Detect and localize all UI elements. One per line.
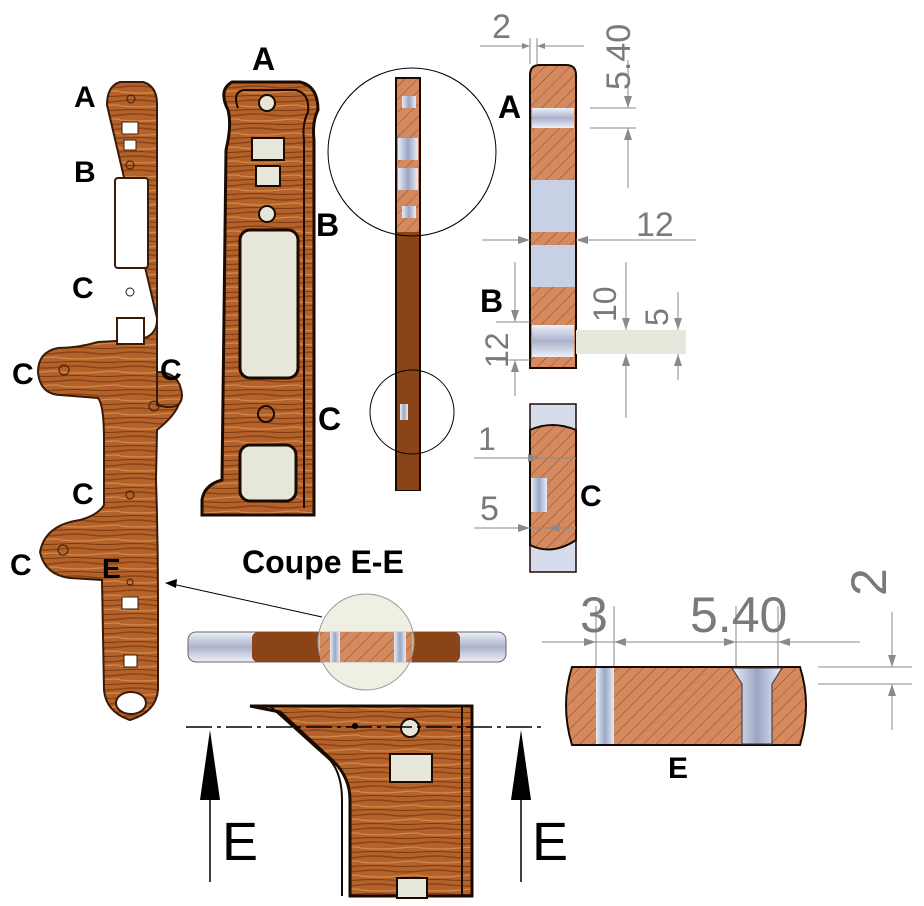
slot-b — [238, 228, 300, 380]
cut-arrow-left — [200, 730, 220, 800]
cut-arrow-right — [511, 730, 531, 800]
label-c: C — [160, 354, 182, 387]
side-bore — [398, 168, 418, 190]
hole-e — [400, 718, 420, 738]
bore-through — [531, 180, 575, 232]
side-bore — [398, 138, 418, 160]
square-hole — [255, 165, 281, 187]
bore-a — [532, 108, 574, 128]
cut-label-e: E — [532, 812, 568, 872]
label-a: A — [498, 89, 521, 125]
label-b: B — [74, 156, 96, 189]
hole-c — [125, 490, 135, 500]
cut-label-e: E — [222, 812, 258, 872]
square-hole — [396, 877, 428, 899]
square-hole — [251, 137, 285, 161]
dim-top-540: 5.40 — [600, 24, 638, 90]
hole-c — [57, 544, 69, 556]
square-hole — [389, 753, 433, 783]
square-hole — [123, 139, 137, 151]
square-hole — [123, 654, 138, 668]
dim-top-2: 2 — [492, 8, 511, 46]
enlarged-top-view: A B C — [200, 41, 341, 517]
eye-hole — [115, 691, 147, 715]
arm-c-upper-outline — [156, 330, 184, 408]
window-hole — [238, 443, 298, 503]
label-c: C — [318, 401, 341, 437]
label-b: B — [480, 283, 503, 319]
slot-b — [114, 177, 149, 269]
square-hole — [121, 121, 139, 135]
bore-b — [532, 325, 574, 357]
section-cut-view: E E — [186, 704, 568, 899]
section-pointer-arrow — [165, 579, 177, 588]
dim-b-10: 10 — [587, 286, 623, 322]
label-c: C — [72, 272, 94, 305]
dim-e-540: 5.40 — [690, 587, 787, 643]
section-ee: Coupe E-E — [187, 544, 507, 691]
dim-e-2: 2 — [841, 568, 897, 596]
dim-width-12: 12 — [636, 206, 674, 244]
hole-c — [257, 405, 275, 423]
dim-c-1: 1 — [478, 421, 496, 457]
label-c: C — [72, 478, 94, 511]
label-a: A — [74, 81, 96, 114]
full-part-view: A B C C C C C E — [10, 81, 323, 722]
pin-b — [576, 330, 686, 354]
enlarged-inner-edge — [235, 89, 310, 508]
square-hole — [121, 596, 139, 610]
hole-a — [258, 94, 276, 112]
cut-part — [249, 704, 474, 898]
bore-c — [531, 478, 547, 512]
section-title: Coupe E-E — [242, 544, 404, 580]
dim-b-12: 12 — [479, 332, 515, 368]
hole-c — [58, 364, 70, 376]
bore-e1 — [596, 668, 614, 744]
hole-marker — [352, 723, 358, 729]
side-bore — [400, 404, 408, 420]
hole-a — [126, 94, 136, 104]
bore-through — [531, 245, 575, 287]
detail-c: C 1 5 — [474, 403, 602, 573]
side-view — [327, 67, 497, 491]
dim-b-5: 5 — [639, 308, 675, 326]
detail-c-section — [529, 424, 577, 551]
detail-circle-top — [327, 67, 497, 237]
section-bore — [394, 632, 406, 662]
hole-b — [258, 205, 276, 223]
label-c: C — [12, 358, 34, 391]
hole-b — [125, 160, 135, 170]
hole-c — [125, 287, 135, 297]
dim-c-5: 5 — [480, 490, 499, 528]
cut-inner-edge — [269, 705, 343, 896]
bore-e2 — [731, 667, 783, 745]
detail-ab: A B 2 5.40 12 12 10 — [479, 8, 696, 418]
label-c: C — [580, 480, 602, 513]
dim-e-3: 3 — [580, 587, 608, 643]
detail-circle-bottom — [369, 369, 455, 455]
label-e: E — [102, 553, 121, 584]
section-bore — [330, 632, 340, 662]
section-pointer — [171, 583, 323, 618]
side-bore — [402, 96, 416, 108]
label-b: B — [316, 207, 339, 243]
window-hole — [116, 317, 145, 345]
hole-c — [148, 400, 160, 412]
label-a: A — [252, 41, 275, 77]
hole-e — [126, 578, 134, 586]
label-e: E — [668, 752, 688, 785]
side-wood — [397, 232, 419, 490]
side-bore — [402, 206, 416, 218]
detail-e: E 3 5.40 2 — [542, 568, 912, 785]
label-c: C — [10, 549, 32, 582]
